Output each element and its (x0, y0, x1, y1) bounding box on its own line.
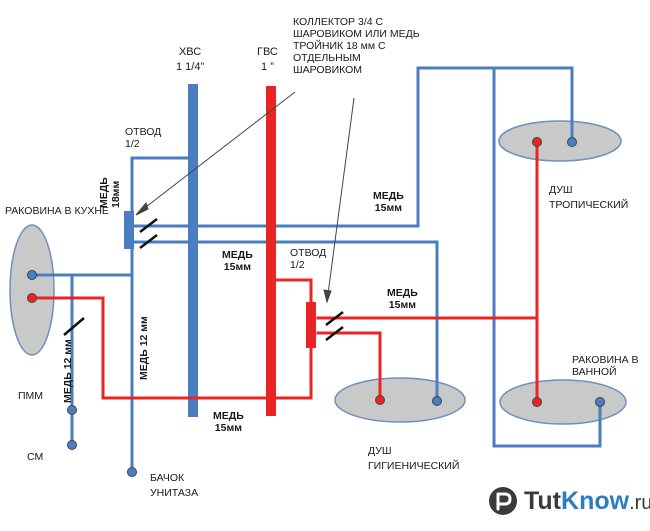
hot-pipe-bath (316, 140, 539, 320)
valve-mark-hot-bottom (325, 326, 344, 341)
collector-note-line: ШАРОВИКОМ ИЛИ МЕДЬ (293, 28, 420, 40)
logo-part-2: Know (561, 487, 630, 515)
hot-pipe-tap-right (270, 278, 313, 400)
copper-12-center-label: МЕДЬ 12 мм (138, 316, 150, 380)
logo-icon (489, 487, 517, 515)
hot-water-pipes (30, 140, 539, 404)
collector-note-line: КОЛЛЕКТОР 3/4 С (293, 16, 384, 28)
copper-15-right-label: МЕДЬ 15мм (387, 287, 418, 311)
logo-part-3: .ru (629, 492, 650, 514)
shower-hygienic-line: ДУШ (368, 445, 392, 457)
hot-riser-label: ГВС 1 ” (257, 46, 278, 73)
collector-note: КОЛЛЕКТОР 3/4 С ШАРОВИКОМ ИЛИ МЕДЬ ТРОЙН… (293, 16, 420, 76)
shower-hygienic-fixture (334, 377, 466, 423)
tap-right-label: ОТВОД 1/2 (290, 247, 326, 271)
bath-cold-dot (595, 397, 605, 407)
arrow-to-hot-collector (327, 97, 355, 295)
tap-left-line: 1/2 (125, 138, 140, 150)
logo-part-1: Tut (524, 487, 562, 515)
cold-water-pipes (30, 66, 602, 474)
cold-pipe-appliances (48, 273, 74, 447)
copper-15-bottom-line: МЕДЬ (213, 410, 244, 422)
shower-hygienic-line: ГИГИЕНИЧЕСКИЙ (368, 460, 460, 472)
copper-15-mid-line: МЕДЬ (222, 249, 253, 261)
toilet-tank-line: УНИТАЗА (150, 487, 199, 499)
cold-pipe-tropical (130, 66, 574, 228)
shower-tropical-line: ДУШ (549, 184, 573, 196)
hygienic-hot-dot (375, 395, 385, 405)
hot-pipe-kitchen (30, 296, 313, 400)
endpoint-dots (27, 137, 605, 477)
hygienic-cold-dot (432, 396, 442, 406)
cold-riser-label: ХВС 1 1/4” (176, 46, 204, 73)
cold-pipe-bath-loop (492, 66, 602, 448)
copper-15-top-label: МЕДЬ 15мм (373, 190, 404, 214)
bath-sink-label: РАКОВИНА В ВАННОЙ (572, 354, 639, 378)
copper-15-mid-line: 15мм (223, 261, 251, 273)
valve-mark-kitchen (63, 317, 85, 336)
tap-left-label: ОТВОД 1/2 (125, 126, 161, 150)
kitchen-hot-dot (27, 293, 37, 303)
valve-mark-hot-top (325, 311, 344, 326)
hot-collector (306, 302, 316, 348)
bath-sink-fixture (499, 379, 627, 425)
toilet-tank-line: БАЧОК (150, 472, 185, 484)
cold-collector (124, 211, 134, 249)
arrow-to-cold-collector (141, 91, 296, 211)
dishwasher-label: ПММ (18, 390, 44, 402)
hot-riser-size: 1 ” (261, 61, 274, 73)
copper-15-bottom-line: 15мм (214, 422, 242, 434)
valve-mark-cold-top (139, 218, 158, 233)
toilet-dot (127, 467, 137, 477)
copper-15-right-line: МЕДЬ (387, 287, 418, 299)
copper-15-right-line: 15мм (388, 299, 416, 311)
valve-marks (63, 218, 344, 341)
copper-18-line: МЕДЬ (98, 177, 110, 208)
logo-text: TutKnow.ru (524, 486, 650, 518)
cold-pipe-hygienic (130, 240, 439, 403)
kitchen-cold-dot (27, 270, 37, 280)
washer-label: СМ (27, 451, 44, 463)
bath-sink-line: ВАННОЙ (572, 366, 617, 378)
copper-15-mid-label: МЕДЬ 15мм (222, 249, 253, 273)
cold-pipe-tap-left (130, 156, 194, 216)
washer-dot (67, 440, 77, 450)
kitchen-sink-label: РАКОВИНА В КУХНЕ (5, 205, 109, 217)
hot-riser (266, 86, 276, 416)
shower-tropical-line: ТРОПИЧЕСКИЙ (549, 199, 629, 211)
valve-mark-cold-bottom (139, 234, 158, 249)
copper-18-label: МЕДЬ 18мм (98, 177, 122, 208)
hot-pipe-hygienic (316, 331, 382, 402)
hot-riser-name: ГВС (257, 46, 278, 58)
tap-left-line: ОТВОД (125, 126, 162, 138)
copper-15-top-line: 15мм (374, 202, 402, 214)
bath-sink-line: РАКОВИНА В (572, 354, 639, 366)
copper-18-line: 18мм (110, 180, 122, 208)
shower-tropical-fixture (498, 120, 622, 162)
shower-hygienic-label: ДУШ ГИГИЕНИЧЕСКИЙ (368, 445, 459, 472)
tap-right-line: 1/2 (290, 259, 305, 271)
dishwasher-dot (67, 405, 77, 415)
cold-riser (188, 84, 198, 417)
cold-riser-name: ХВС (178, 46, 202, 58)
tropical-hot-dot (532, 137, 542, 147)
copper-12-left-label: МЕДЬ 12 мм (62, 339, 74, 403)
toilet-tank-label: БАЧОК УНИТАЗА (150, 472, 198, 499)
copper-15-top-line: МЕДЬ (373, 190, 404, 202)
shower-tropical-label: ДУШ ТРОПИЧЕСКИЙ (549, 184, 628, 211)
cold-riser-size: 1 1/4” (176, 61, 205, 73)
collector-note-line: ТРОЙНИК 18 мм С (293, 40, 386, 52)
bath-hot-dot (532, 397, 542, 407)
annotation-arrows (135, 91, 355, 304)
copper-15-bottom-label: МЕДЬ 15мм (213, 410, 244, 434)
kitchen-sink-fixture (9, 224, 55, 356)
tap-right-line: ОТВОД (290, 247, 327, 259)
collector-note-line: ОТДЕЛЬНЫМ (293, 52, 361, 64)
collector-note-line: ШАРОВИКОМ (293, 64, 363, 76)
tropical-cold-dot (567, 137, 577, 147)
